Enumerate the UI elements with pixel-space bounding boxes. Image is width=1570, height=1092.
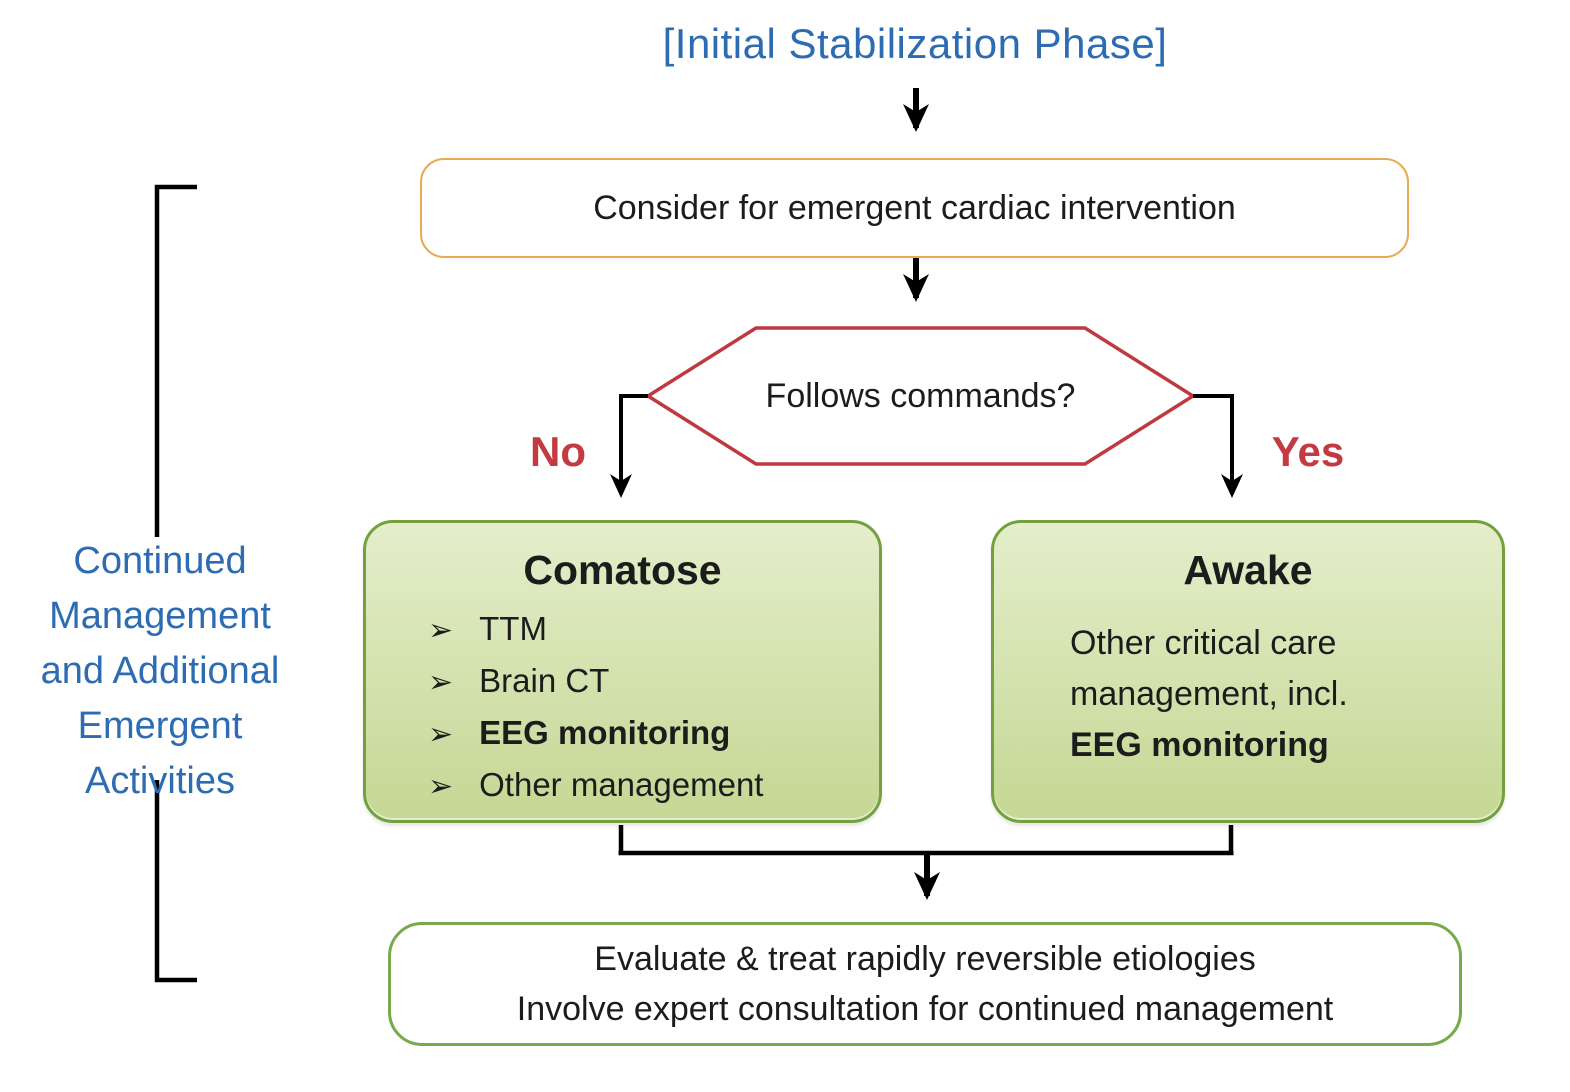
side-label: Continued Management and Additional Emer… — [0, 534, 320, 809]
consider-intervention-label: Consider for emergent cardiac interventi… — [593, 188, 1236, 227]
comatose-item-list: ➢ TTM ➢ Brain CT ➢ EEG monitoring ➢ Othe… — [366, 604, 879, 812]
list-item-label: EEG monitoring — [479, 714, 731, 751]
side-label-line: Emergent — [77, 705, 243, 747]
evaluate-box: Evaluate & treat rapidly reversible etio… — [388, 922, 1462, 1046]
decision-label: Follows commands? — [765, 376, 1076, 415]
list-item: ➢ Brain CT — [428, 656, 879, 708]
arrow-bullet-icon: ➢ — [428, 770, 454, 803]
comatose-box: Comatose ➢ TTM ➢ Brain CT ➢ EEG monitori… — [363, 520, 882, 823]
list-item: ➢ EEG monitoring — [428, 708, 879, 760]
branch-yes-label: Yes — [1271, 428, 1345, 475]
arrow-bullet-icon: ➢ — [428, 666, 454, 699]
evaluate-box-line: Involve expert consultation for continue… — [516, 990, 1334, 1028]
side-label-line: Continued — [73, 540, 247, 582]
list-item-label: Other management — [479, 766, 764, 803]
list-item: ➢ Other management — [428, 760, 879, 812]
side-label-line: Management — [49, 595, 271, 637]
branch-no-label: No — [530, 428, 586, 475]
list-item: ➢ TTM — [428, 604, 879, 656]
side-label-line: and Additional — [40, 650, 280, 692]
list-item-label: TTM — [479, 610, 547, 647]
side-label-line: Activities — [85, 760, 235, 802]
awake-box-title: Awake — [1183, 547, 1313, 593]
join-connector — [618, 825, 1234, 856]
evaluate-box-line: Evaluate & treat rapidly reversible etio… — [594, 940, 1256, 978]
awake-body-line: Other critical care — [1070, 624, 1337, 662]
consider-intervention-box: Consider for emergent cardiac interventi… — [420, 158, 1409, 258]
arrow-bullet-icon: ➢ — [428, 614, 454, 647]
comatose-box-title: Comatose — [523, 547, 722, 593]
list-item-label: Brain CT — [479, 662, 610, 699]
awake-box: Awake Other critical care management, in… — [991, 520, 1505, 823]
awake-body-line: management, incl. — [1070, 675, 1348, 713]
arrow-branch-no — [610, 394, 648, 498]
arrow-bullet-icon: ➢ — [428, 718, 454, 751]
side-bracket — [154, 184, 197, 983]
arrow-branch-yes — [1193, 394, 1243, 498]
awake-box-body: Other critical care management, incl. EE… — [1070, 618, 1502, 771]
phase-title: [Initial Stabilization Phase] — [662, 20, 1168, 67]
awake-body-line: EEG monitoring — [1070, 726, 1329, 764]
